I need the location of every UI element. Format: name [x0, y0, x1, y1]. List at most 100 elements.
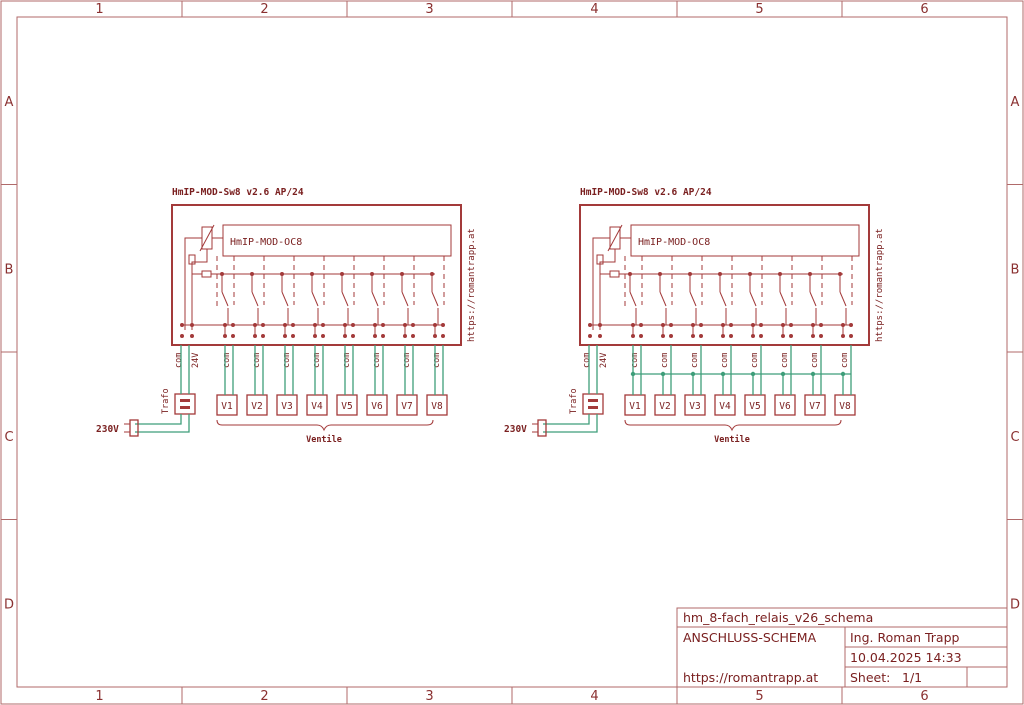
board-box [630, 224, 860, 257]
valve-box [834, 394, 856, 416]
relay-contact [719, 291, 727, 307]
terminal-dot-top [223, 323, 227, 327]
mains-plug [129, 419, 139, 437]
coil-wire-24v [191, 249, 208, 330]
terminal-dot-top [841, 323, 845, 327]
valves-group-label: Ventile [714, 434, 750, 445]
terminal-dot-bottom [639, 334, 643, 338]
label-channel-com: com [630, 353, 640, 368]
relay-contact [809, 291, 817, 307]
valve-label: V5 [341, 401, 352, 412]
coil-wire-com [592, 237, 610, 330]
label-channel-com: com [720, 353, 730, 368]
module-enclosure [579, 204, 870, 346]
module-url-vertical: https://romantrapp.at [875, 228, 885, 342]
trafo-label: Trafo [569, 388, 579, 414]
terminal-dot-bottom [180, 334, 184, 338]
terminal-dot-top [699, 323, 703, 327]
terminal-dot-bottom [811, 334, 815, 338]
terminal-dot-top [313, 323, 317, 327]
terminal-dot-top [190, 323, 194, 327]
label-channel-com: com [312, 353, 322, 368]
relay-coil-diagonal [607, 224, 623, 252]
terminal-dot-top [669, 323, 673, 327]
relay-contact [629, 291, 637, 307]
terminal-dot-top [819, 323, 823, 327]
valve-label: V1 [221, 401, 233, 412]
valve-box [366, 394, 388, 416]
terminal-dot-bottom [841, 334, 845, 338]
terminal-dot-bottom [223, 334, 227, 338]
mains-wire-2 [543, 414, 598, 433]
label-channel-com: com [750, 353, 760, 368]
label-channel-com: com [372, 353, 382, 368]
terminal-dot-bottom [190, 334, 194, 338]
mains-wire-1 [543, 414, 590, 425]
frame-col-label-top: 5 [755, 2, 763, 17]
mains-label: 230V [96, 424, 119, 435]
valve-label: V6 [371, 401, 383, 412]
terminal-dot-top [588, 323, 592, 327]
frame-col-label-top: 1 [95, 2, 103, 17]
module-enclosure [171, 204, 462, 346]
label-channel-com: com [432, 353, 442, 368]
terminal-dot-top [691, 323, 695, 327]
mains-plug [537, 419, 547, 437]
valve-label: V5 [749, 401, 760, 412]
terminal-dot-bottom [291, 334, 295, 338]
label-channel-com: com [402, 353, 412, 368]
terminal-dot-top [781, 323, 785, 327]
frame-col-label-bottom: 5 [755, 689, 763, 704]
terminal-dot-bottom [661, 334, 665, 338]
label-channel-com: com [780, 353, 790, 368]
valve-label: V4 [311, 401, 323, 412]
terminal-dot-bottom [729, 334, 733, 338]
valves-group-label: Ventile [306, 434, 342, 445]
terminal-dot-bottom [313, 334, 317, 338]
terminal-dot-bottom [789, 334, 793, 338]
terminal-dot-bottom [721, 334, 725, 338]
terminal-dot-top [639, 323, 643, 327]
title-block-sheet-value: 1/1 [902, 670, 922, 685]
frame-row-label-right: B [1011, 262, 1020, 277]
valve-box [246, 394, 268, 416]
mains-label: 230V [504, 424, 527, 435]
trafo-box [582, 393, 604, 415]
trafo-core-top [180, 399, 190, 402]
coil-wire-24v [599, 249, 616, 330]
relay-contact [839, 291, 847, 307]
module-title: HmIP-MOD-Sw8 v2.6 AP/24 [172, 187, 304, 198]
terminal-dot-bottom [781, 334, 785, 338]
terminal-dot-bottom [751, 334, 755, 338]
module-url-vertical: https://romantrapp.at [467, 228, 477, 342]
mains-wire-2 [135, 414, 190, 433]
terminal-dot-bottom [253, 334, 257, 338]
trafo-core-top [588, 399, 598, 402]
title-block-doc-type: ANSCHLUSS-SCHEMA [683, 630, 817, 645]
valve-label: V1 [629, 401, 641, 412]
valve-label: V3 [689, 401, 700, 412]
label-channel-com: com [840, 353, 850, 368]
terminal-dot-top [403, 323, 407, 327]
terminal-dot-top [433, 323, 437, 327]
terminal-dot-top [631, 323, 635, 327]
frame-col-label-top: 6 [920, 2, 928, 17]
valve-box [276, 394, 298, 416]
valve-label: V3 [281, 401, 292, 412]
frame-row-label-right: A [1011, 95, 1020, 110]
label-channel-com: com [660, 353, 670, 368]
terminal-dot-bottom [283, 334, 287, 338]
frame-row-label-left: C [4, 430, 13, 445]
relay-contact [689, 291, 697, 307]
frame-row-label-right: D [1010, 597, 1020, 612]
terminal-dot-bottom [351, 334, 355, 338]
label-channel-com: com [252, 353, 262, 368]
valve-label: V2 [659, 401, 670, 412]
terminal-dot-top [343, 323, 347, 327]
mains-wire-1 [135, 414, 182, 425]
valve-box [774, 394, 796, 416]
valve-box [426, 394, 448, 416]
valve-label: V6 [779, 401, 791, 412]
relay-contact [251, 291, 259, 307]
